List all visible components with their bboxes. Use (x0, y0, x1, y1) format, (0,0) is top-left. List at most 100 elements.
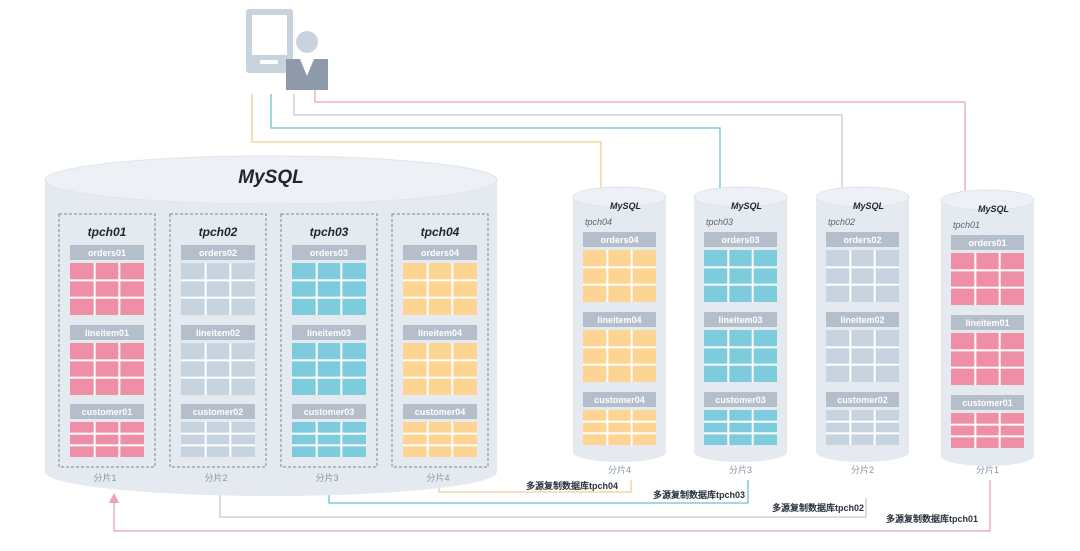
main-table-grid-hline (70, 296, 144, 299)
replica-table-grid-vline (630, 330, 633, 382)
main-table-label: customer02 (193, 407, 244, 417)
replica-table-grid-vline (751, 330, 754, 382)
replica-table-grid (704, 250, 777, 302)
main-table-grid-hline (292, 359, 366, 362)
sync-label-tpch04: 多源复制数据库tpch04 (526, 480, 618, 491)
main-table-label: lineitem01 (85, 328, 129, 338)
replica-table-grid (826, 250, 899, 302)
replica-table-label: orders04 (600, 235, 638, 245)
main-table-grid-vline (93, 263, 96, 315)
replica-table-grid-vline (849, 410, 852, 445)
replica-cylinders: MySQL tpch04 orders04 lineitem04 customer04 分… (572, 186, 1035, 475)
main-table-grid-hline (70, 279, 144, 282)
replica-table-grid-hline (951, 423, 1024, 426)
replica-table-grid-vline (998, 413, 1001, 448)
replica-table-label: orders01 (968, 238, 1006, 248)
replica-table-grid-vline (849, 250, 852, 302)
sync-label-tpch01: 多源复制数据库tpch01 (886, 513, 978, 524)
main-table-grid-vline (426, 263, 429, 315)
main-table-grid (70, 343, 144, 395)
replica-table-grid-hline (826, 432, 899, 435)
replica-caption: 分片1 (976, 464, 999, 475)
replica-table-grid (583, 410, 656, 445)
main-table-grid-vline (451, 422, 454, 457)
shard-schema-name: tpch04 (421, 225, 460, 239)
replica-table-label: lineitem03 (718, 315, 762, 325)
replica-table-label: lineitem01 (965, 318, 1009, 328)
replica-table-grid-vline (974, 253, 977, 305)
tpch02-sync-line (219, 488, 867, 518)
replica-table-grid-hline (704, 363, 777, 366)
replica-table-label-bg (583, 392, 656, 407)
replica-table-grid-hline (951, 366, 1024, 369)
replica-table-grid-vline (873, 250, 876, 302)
main-table-label: orders04 (421, 248, 459, 258)
replica-table-label: customer04 (594, 395, 645, 405)
main-table-grid-vline (315, 422, 318, 457)
client-to-tpch04-line (251, 94, 607, 199)
main-table-grid-vline (426, 422, 429, 457)
replica-table-label: orders03 (721, 235, 759, 245)
main-table-grid-hline (181, 444, 255, 447)
main-table-label-bg (181, 325, 255, 340)
replica-cylinder-top (940, 189, 1035, 211)
replica-table-label: lineitem04 (597, 315, 641, 325)
replica-schema-name: tpch02 (828, 217, 855, 227)
replica-title: MySQL (610, 201, 641, 211)
user-terminal-icon (246, 9, 328, 90)
shard-panel (58, 213, 156, 468)
replica-table-grid-vline (751, 250, 754, 302)
replica-table-label-bg (704, 312, 777, 327)
replica-table-grid-vline (727, 250, 730, 302)
client-to-tpch01-line (314, 90, 971, 202)
replica-table-label-bg (951, 395, 1024, 410)
main-table-label-bg (181, 404, 255, 419)
shard-panel (280, 213, 378, 468)
main-table-label-bg (403, 404, 477, 419)
main-table-grid (292, 263, 366, 315)
main-table-grid-vline (229, 343, 232, 395)
main-table-grid-hline (292, 432, 366, 435)
main-table-grid (181, 343, 255, 395)
client-to-tpch03-line (270, 94, 726, 199)
main-table-grid-vline (204, 422, 207, 457)
main-table-grid (403, 343, 477, 395)
replica-schema-name: tpch03 (706, 217, 733, 227)
main-table-grid (292, 422, 366, 457)
main-table-grid-hline (403, 432, 477, 435)
main-table-grid-vline (93, 343, 96, 395)
replica-table-grid-hline (583, 266, 656, 269)
main-table-grid-hline (292, 444, 366, 447)
main-table-grid-vline (340, 343, 343, 395)
main-table-label: lineitem02 (196, 328, 240, 338)
main-table-grid-vline (451, 343, 454, 395)
replica-table-label-bg (951, 315, 1024, 330)
replica-table-grid-vline (974, 333, 977, 385)
sync-label-tpch03: 多源复制数据库tpch03 (653, 489, 745, 500)
replica-table-label: lineitem02 (840, 315, 884, 325)
replica-table-grid-vline (727, 330, 730, 382)
shard-caption: 分片3 (315, 472, 338, 483)
main-table-grid-vline (118, 343, 121, 395)
shard-caption: 分片4 (426, 472, 449, 483)
replica-table-grid (704, 410, 777, 445)
main-table-label-bg (70, 325, 144, 340)
main-table-grid-vline (451, 263, 454, 315)
main-db-title: MySQL (238, 167, 303, 188)
main-table-grid-vline (426, 343, 429, 395)
replica-table-grid-vline (606, 330, 609, 382)
replica-caption: 分片4 (608, 464, 631, 475)
replica-cylinder-top (693, 186, 788, 208)
replica-table-grid (951, 253, 1024, 305)
replica-table-grid-hline (704, 420, 777, 423)
main-table-grid-vline (340, 422, 343, 457)
main-table-grid-hline (70, 359, 144, 362)
replica-table-label-bg (826, 232, 899, 247)
tpch03-sync-line (323, 480, 749, 504)
replica-table-grid (951, 413, 1024, 448)
shard-schema-name: tpch02 (199, 225, 238, 239)
main-table-grid-vline (93, 422, 96, 457)
replica-table-grid-vline (873, 410, 876, 445)
replica-schema-name: tpch04 (585, 217, 612, 227)
